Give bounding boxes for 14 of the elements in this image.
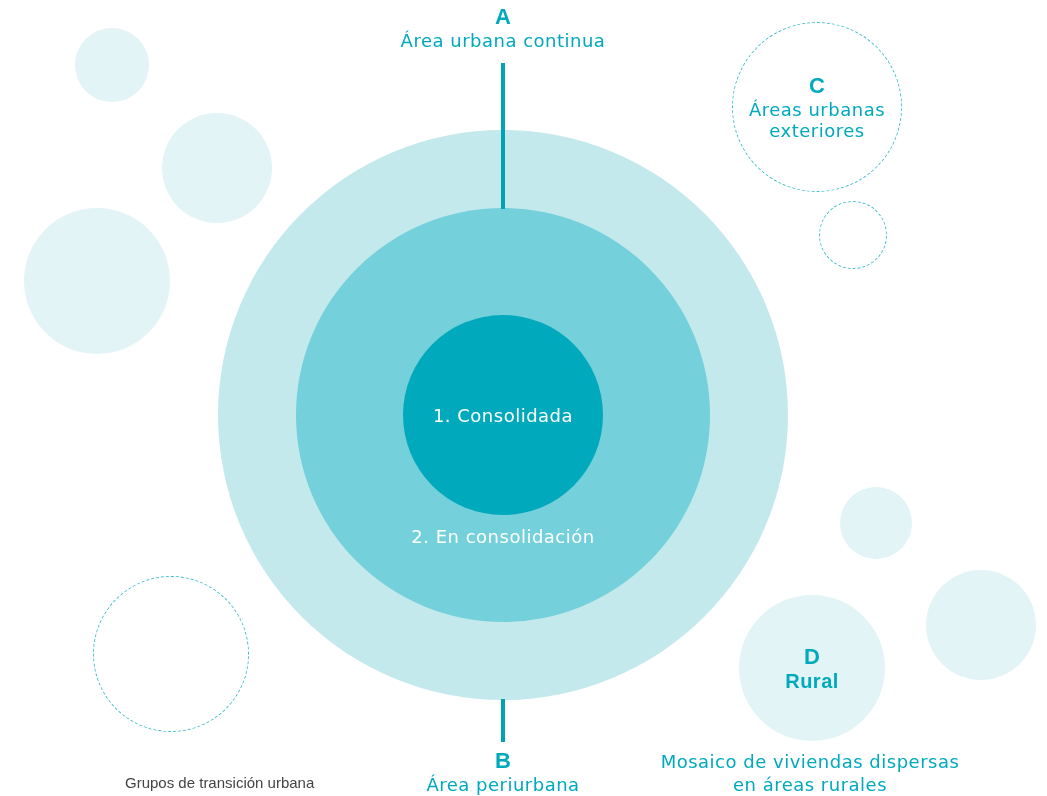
zone-label: Áreas urbanas exteriores [747, 99, 887, 141]
zone-label: Área urbana continua [400, 30, 606, 51]
note-text: Grupos de transición urbana [125, 774, 315, 791]
caption-text: Mosaico de viviendas dispersas en áreas rurales [659, 750, 961, 796]
zone-label: Rural [785, 669, 839, 693]
zone-label: Área periurbana [426, 774, 580, 795]
zone-label: 1. Consolidada [432, 404, 574, 426]
letter-label: A [495, 4, 511, 30]
leader-line [501, 699, 505, 742]
zone-label: 2. En consolidación [411, 526, 595, 547]
letter-label: C [809, 73, 825, 99]
letter-label: D [804, 643, 820, 670]
letter-label: B [495, 748, 511, 774]
leader-line [501, 63, 505, 209]
